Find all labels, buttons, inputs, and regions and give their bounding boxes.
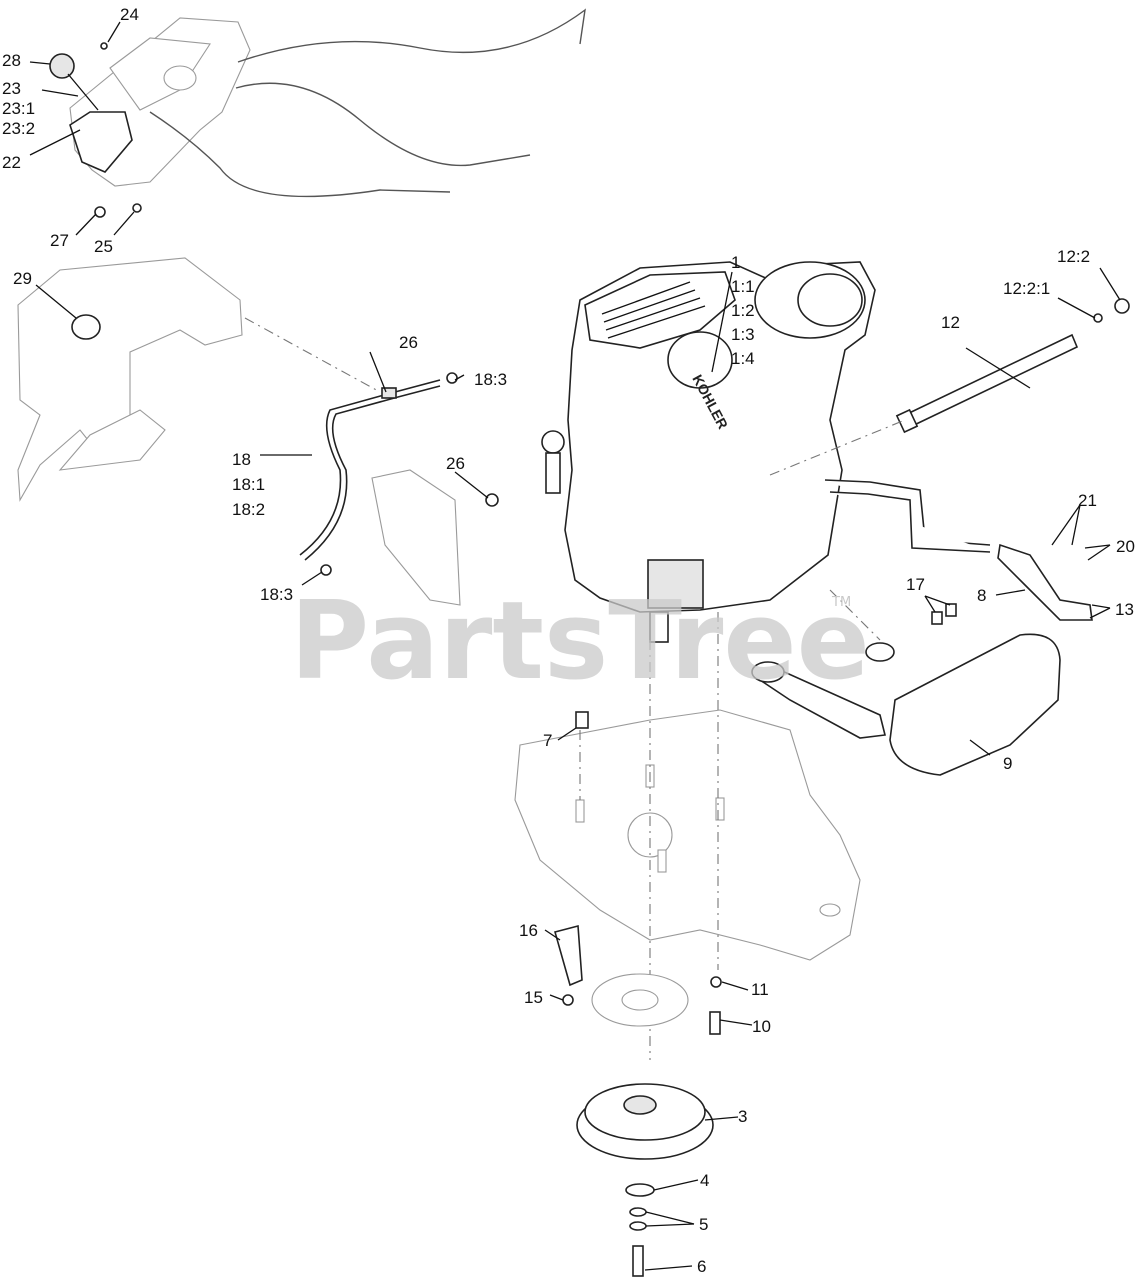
callout-21: 21	[1078, 491, 1097, 510]
callout-22: 22	[2, 153, 21, 172]
callout-18-3-bottom: 18:3	[260, 585, 293, 604]
callout-5: 5	[699, 1215, 708, 1234]
callout-1-2: 1:2	[731, 301, 755, 320]
callout-18: 18	[232, 450, 251, 469]
callout-26-top: 26	[399, 333, 418, 352]
tank-support-frame	[17, 257, 243, 502]
callout-6: 6	[697, 1257, 706, 1276]
callout-18-1: 18:1	[232, 475, 265, 494]
callout-12-2-1: 12:2:1	[1003, 279, 1050, 298]
callout-26-bottom: 26	[446, 454, 465, 473]
callout-29: 29	[13, 269, 32, 288]
callout-11: 11	[751, 980, 769, 999]
engine-assembly: KOHLER	[541, 261, 991, 643]
callout-16: 16	[519, 921, 538, 940]
callout-1-4: 1:4	[731, 349, 755, 368]
callout-20: 20	[1116, 537, 1135, 556]
callout-10: 10	[752, 1017, 771, 1036]
callout-12: 12	[941, 313, 960, 332]
callout-23: 23	[2, 79, 21, 98]
callout-25: 25	[94, 237, 113, 256]
callout-28: 28	[2, 51, 21, 70]
callout-7: 7	[543, 731, 552, 750]
cross-tube	[769, 298, 1130, 476]
callout-9: 9	[1003, 754, 1012, 773]
callout-1: 1	[731, 253, 740, 272]
engine-deck-plate	[514, 612, 861, 1060]
throttle-control-bracket	[49, 8, 586, 218]
lower-pulley-and-clutch	[554, 711, 722, 1277]
callout-18-3-top: 18:3	[474, 370, 507, 389]
callout-labels: 1 1:1 1:2 1:3 1:4 12:2 12:2:1 12 21 20 8…	[2, 5, 1135, 1276]
callout-15: 15	[524, 988, 543, 1007]
watermark-tm: TM	[831, 595, 851, 610]
partstree-watermark: PartsTree TM	[290, 579, 870, 704]
callout-27: 27	[50, 231, 69, 250]
fuel-hose-assembly	[244, 317, 499, 606]
callout-8: 8	[977, 586, 986, 605]
callout-23-2: 23:2	[2, 119, 35, 138]
callout-1-1: 1:1	[731, 277, 755, 296]
callout-23-1: 23:1	[2, 99, 35, 118]
engine-shroud-grille	[601, 281, 706, 339]
muffler-assembly	[751, 543, 1093, 776]
callout-4: 4	[700, 1171, 709, 1190]
callout-12-2: 12:2	[1057, 247, 1090, 266]
callout-13: 13	[1115, 600, 1134, 619]
watermark-text: PartsTree	[290, 579, 870, 704]
callout-18-2: 18:2	[232, 500, 265, 519]
callout-3: 3	[738, 1107, 747, 1126]
callout-17: 17	[906, 575, 925, 594]
callout-24: 24	[120, 5, 139, 24]
callout-1-3: 1:3	[731, 325, 755, 344]
callout-leaders	[29, 21, 1121, 1271]
